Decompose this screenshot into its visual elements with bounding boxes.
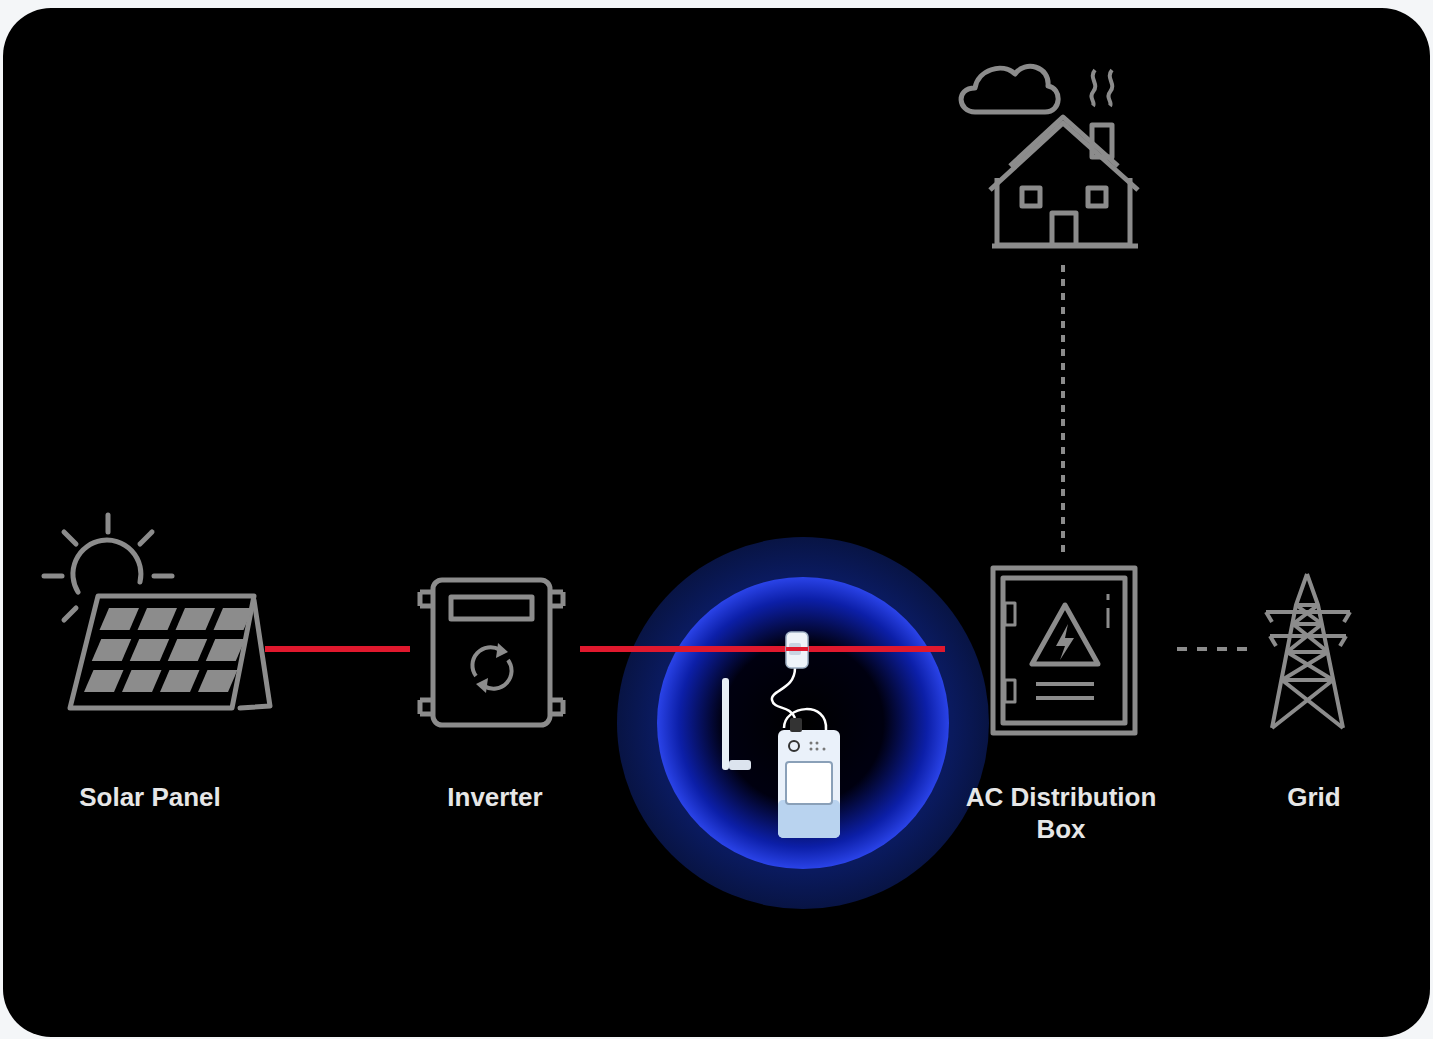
panel-ground [3, 8, 1430, 1037]
component-label: AC Distribution Box [945, 781, 1177, 845]
component-label: Solar Panel [35, 781, 265, 813]
meter-device [722, 668, 840, 838]
component-node: Solar Panel [35, 505, 265, 825]
component-label: Grid [1255, 781, 1373, 813]
component-label: Inverter [410, 781, 580, 813]
house-feed-line [1061, 265, 1065, 556]
component-node: Grid [1255, 565, 1373, 825]
component-node: Inverter [410, 570, 580, 825]
power-line [265, 646, 410, 652]
current-clamp [786, 632, 808, 668]
power-line [580, 646, 945, 652]
power-line [1177, 647, 1255, 651]
component-node: AC Distribution Box [945, 560, 1177, 860]
meter-glow [617, 537, 989, 909]
house-icon [961, 66, 1138, 246]
component-icon [35, 505, 265, 825]
